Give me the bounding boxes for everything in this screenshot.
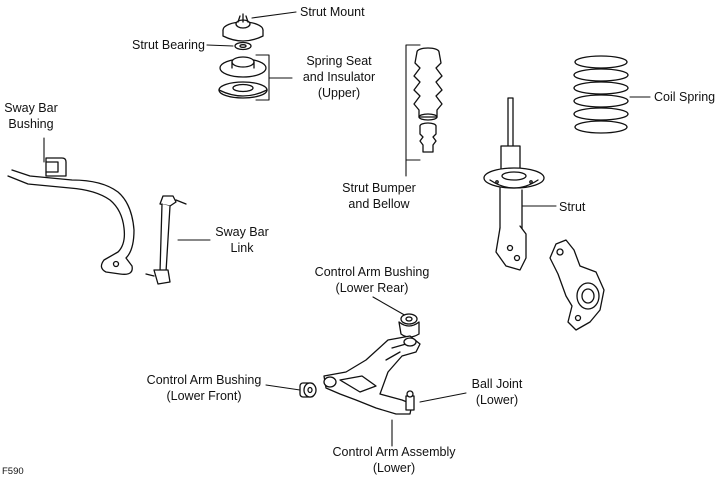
label-strut-bumper-line2: and Bellow — [348, 197, 410, 211]
strut-part — [483, 97, 545, 271]
label-strut-bumper-line1: Strut Bumper — [342, 181, 416, 195]
label-strut-bumper: Strut Bumper and Bellow — [334, 180, 424, 212]
sway-bar-bushing-part — [45, 157, 67, 177]
label-ball-joint-line2: (Lower) — [475, 393, 519, 407]
label-spring-seat: Spring Seat and Insulator (Upper) — [294, 53, 384, 101]
label-spring-seat-line3: (Upper) — [317, 86, 361, 100]
label-coil-spring: Coil Spring — [654, 90, 716, 104]
label-strut-mount: Strut Mount — [300, 5, 365, 19]
control-arm-part — [323, 335, 421, 415]
knuckle-part — [549, 239, 605, 331]
ca-bushing-front-part — [299, 382, 317, 398]
figure-code: F590 — [2, 466, 24, 477]
spring-seat-part — [218, 56, 268, 99]
label-ca-bushing-rear-line1: Control Arm Bushing — [314, 265, 430, 279]
label-sway-bar-bushing-line1: Sway Bar — [4, 101, 58, 115]
label-ca-assembly-line2: (Lower) — [372, 461, 416, 475]
label-ca-bushing-front-line2: (Lower Front) — [166, 389, 242, 403]
label-strut-bearing: Strut Bearing — [132, 38, 205, 52]
strut-bearing-part — [234, 41, 252, 51]
label-ca-bushing-front-line1: Control Arm Bushing — [146, 373, 262, 387]
label-ca-assembly: Control Arm Assembly (Lower) — [324, 444, 464, 476]
ca-bushing-rear-part — [398, 313, 420, 338]
sway-bar-part — [7, 169, 135, 275]
label-spring-seat-line2: and Insulator — [302, 70, 376, 84]
leader-lines — [43, 11, 651, 447]
strut-bellow-part — [413, 47, 443, 121]
label-ca-assembly-line1: Control Arm Assembly — [332, 445, 456, 459]
sway-bar-link-part — [145, 195, 187, 285]
label-sway-bar-link-line2: Link — [230, 241, 254, 255]
label-ca-bushing-rear: Control Arm Bushing (Lower Rear) — [306, 264, 438, 296]
label-strut: Strut — [559, 200, 586, 214]
label-ca-bushing-rear-line2: (Lower Rear) — [335, 281, 409, 295]
label-sway-bar-bushing: Sway Bar Bushing — [2, 100, 60, 132]
label-spring-seat-line1: Spring Seat — [306, 54, 372, 68]
strut-bumper-part — [419, 122, 437, 153]
label-sway-bar-link: Sway Bar Link — [210, 224, 274, 256]
coil-spring-part — [573, 55, 629, 134]
label-sway-bar-bushing-line2: Bushing — [8, 117, 54, 131]
label-sway-bar-link-line1: Sway Bar — [215, 225, 269, 239]
label-ball-joint: Ball Joint (Lower) — [462, 376, 532, 408]
strut-mount-part — [222, 13, 264, 42]
label-ball-joint-line1: Ball Joint — [471, 377, 523, 391]
label-ca-bushing-front: Control Arm Bushing (Lower Front) — [138, 372, 270, 404]
